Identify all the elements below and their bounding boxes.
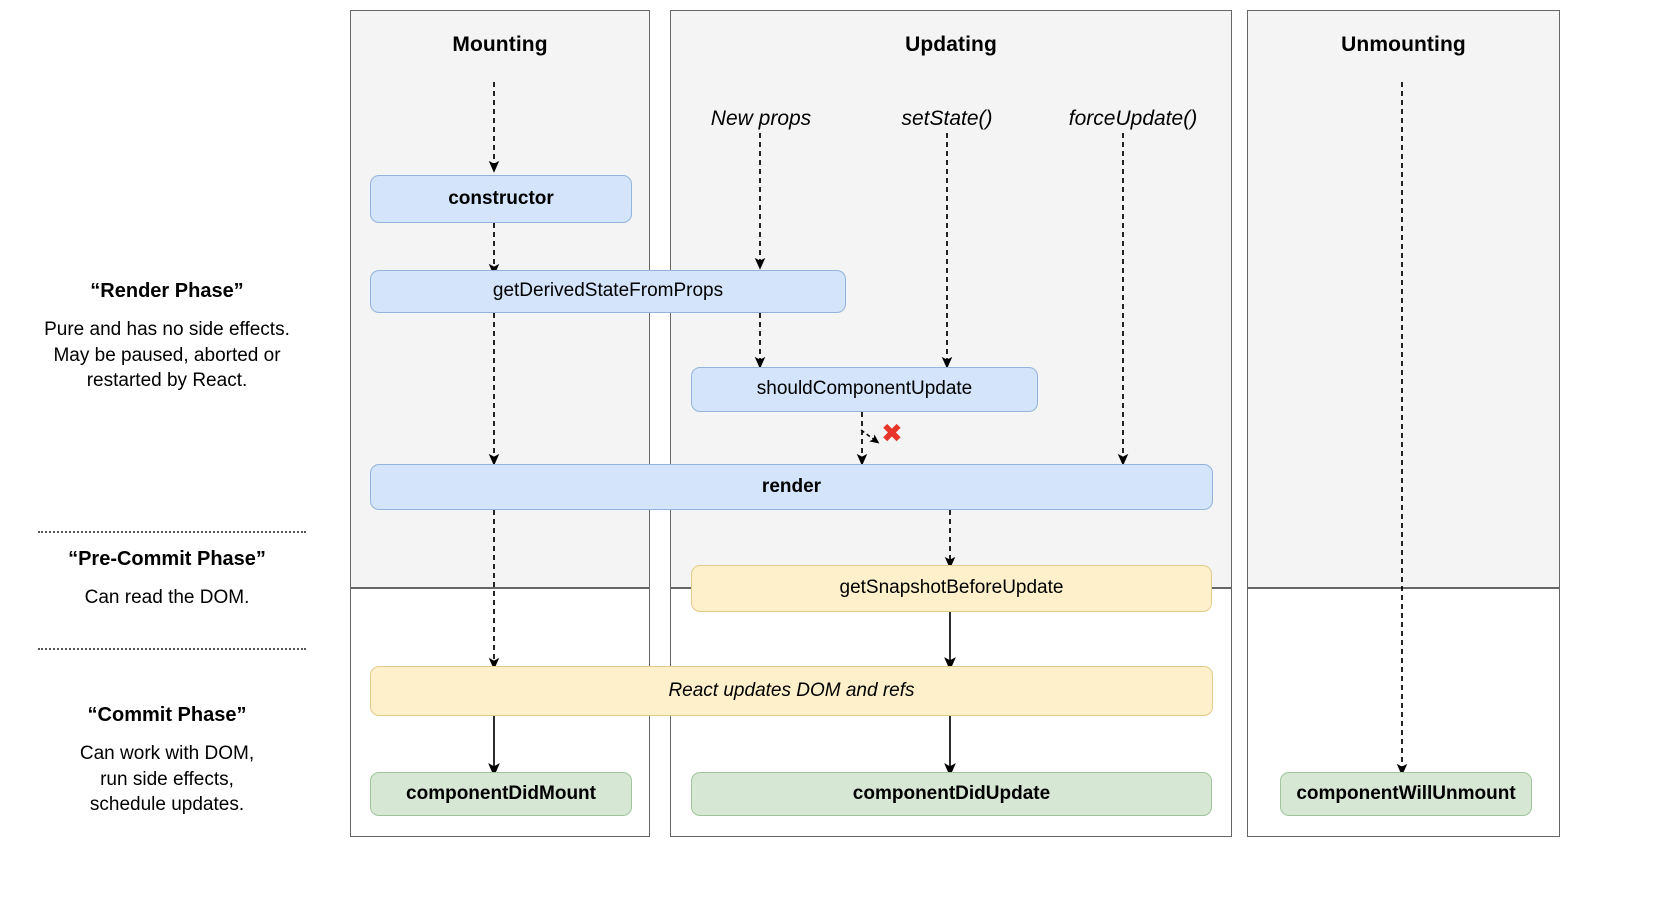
phase-legend-render: “Render Phase” Pure and has no side effe…: [12, 280, 322, 394]
phase-legend-precommit-body: Can read the DOM.: [84, 587, 250, 608]
phase-legend-precommit-title: “Pre-Commit Phase”: [68, 548, 266, 570]
unmounting-column-render-area: [1247, 10, 1560, 588]
node-get-derived-state[interactable]: getDerivedStateFromProps: [370, 270, 846, 313]
node-react-updates-dom[interactable]: React updates DOM and refs: [370, 666, 1213, 716]
node-component-will-unmount[interactable]: componentWillUnmount: [1280, 772, 1532, 816]
column-title-unmounting: Unmounting: [1341, 33, 1466, 56]
phase-legend-render-body: Pure and has no side effects. May be pau…: [44, 319, 290, 392]
trigger-new-props: New props: [710, 107, 812, 130]
phase-legend-commit-body: Can work with DOM, run side effects, sch…: [79, 743, 255, 816]
trigger-force-update: forceUpdate(): [1068, 107, 1198, 130]
node-render[interactable]: render: [370, 464, 1213, 510]
phase-divider-bottom: [38, 648, 306, 650]
phase-legend-commit-title: “Commit Phase”: [87, 704, 247, 726]
node-component-did-mount[interactable]: componentDidMount: [370, 772, 632, 816]
node-get-snapshot[interactable]: getSnapshotBeforeUpdate: [691, 565, 1212, 612]
phase-divider-top: [38, 531, 306, 533]
phase-legend-commit: “Commit Phase” Can work with DOM, run si…: [12, 704, 322, 818]
node-should-component-update[interactable]: shouldComponentUpdate: [691, 367, 1038, 412]
phase-legend-precommit: “Pre-Commit Phase” Can read the DOM.: [12, 548, 322, 611]
node-constructor[interactable]: constructor: [370, 175, 632, 223]
phase-legend-render-title: “Render Phase”: [90, 280, 244, 302]
node-component-did-update[interactable]: componentDidUpdate: [691, 772, 1212, 816]
column-title-updating: Updating: [905, 33, 997, 56]
skip-render-x-icon: ✖: [881, 419, 903, 449]
trigger-set-state: setState(): [901, 107, 993, 130]
column-title-mounting: Mounting: [452, 33, 548, 56]
